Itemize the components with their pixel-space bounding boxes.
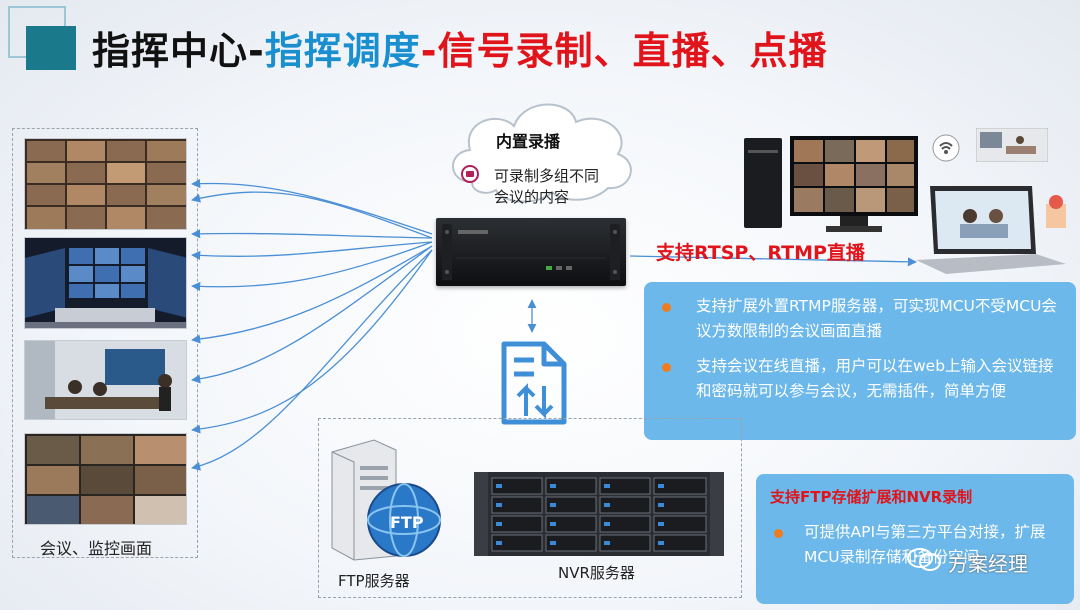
cloud-description: 可录制多组不同 会议的内容 <box>494 166 599 208</box>
conference-grid-thumbnail <box>24 138 187 230</box>
storage-feature-text: 可提供API与第三方平台对接，扩展MCU录制存储和备份空间 <box>804 523 1046 566</box>
ftp-server-image: FTP <box>331 439 441 561</box>
storage-feature-title: 支持FTP存储扩展和NVR录制 <box>770 488 973 506</box>
desktop-computer <box>744 136 918 232</box>
meeting-snapshot <box>976 128 1048 162</box>
control-room-image <box>25 238 186 328</box>
mcu-device <box>436 218 626 286</box>
wechat-icon <box>907 548 941 571</box>
storage-feature-item: 可提供API与第三方平台对接，扩展MCU录制存储和备份空间 <box>774 520 1066 570</box>
record-icon <box>461 165 479 183</box>
video-sources-caption: 会议、监控画面 <box>40 539 153 558</box>
bullet-dot <box>662 303 671 312</box>
control-room-thumbnail <box>24 237 187 329</box>
bullet-dot <box>662 363 671 372</box>
conference-grid-image <box>25 139 186 229</box>
storage-feature-box: 支持FTP存储扩展和NVR录制 可提供API与第三方平台对接，扩展MCU录制存储… <box>756 474 1074 604</box>
arrow-to-source-1 <box>191 179 433 235</box>
meeting-room-thumbnail <box>24 340 187 420</box>
arrow-to-source-2 <box>191 229 433 239</box>
title-part-2: 指挥调度 <box>264 29 421 73</box>
arrow-to-source-4 <box>191 245 433 384</box>
arrow-to-live <box>629 255 917 267</box>
title-part-1: 指挥中心- <box>92 29 265 73</box>
ftp-server-label: FTP服务器 <box>338 572 410 590</box>
arrow-to-source-9 <box>191 249 433 434</box>
nvr-server-label: NVR服务器 <box>558 564 635 582</box>
watermark-text: 方案经理 <box>948 552 1028 576</box>
multi-conference-image <box>25 434 186 524</box>
cloud-desc-line-1: 可录制多组不同 <box>494 167 600 185</box>
wifi-icon <box>932 134 960 162</box>
svg-text:FTP: FTP <box>390 513 424 532</box>
meeting-room-image <box>25 341 186 419</box>
live-feature-text-2: 支持会议在线直播，用户可以在web上输入会议链接和密码就可以参与会议，无需插件，… <box>696 357 1054 400</box>
bullet-dot <box>774 529 783 538</box>
live-feature-item-1: 支持扩展外置RTMP服务器，可实现MCU不受MCU会议方数限制的会议画面直播 <box>662 294 1066 344</box>
live-feature-text-1: 支持扩展外置RTMP服务器，可实现MCU不受MCU会议方数限制的会议画面直播 <box>696 297 1057 340</box>
live-stream-label: 支持RTSP、RTMP直播 <box>656 242 865 264</box>
cloud-label: 内置录播 <box>496 132 561 151</box>
multi-conference-thumbnail <box>24 433 187 525</box>
mcu-device-image <box>442 224 620 280</box>
title-decoration-square <box>26 26 76 70</box>
file-transfer-icon <box>501 341 567 425</box>
laptop <box>916 186 1066 274</box>
title-part-3: -信号录制、直播、点播 <box>420 29 828 73</box>
cloud-desc-line-2: 会议的内容 <box>494 188 570 206</box>
live-feature-item-2: 支持会议在线直播，用户可以在web上输入会议链接和密码就可以参与会议，无需插件，… <box>662 354 1066 404</box>
arrow-to-source-7 <box>191 241 433 261</box>
page-title: 指挥中心-指挥调度-信号录制、直播、点播 <box>92 20 828 75</box>
live-feature-box: 支持扩展外置RTMP服务器，可实现MCU不受MCU会议方数限制的会议画面直播 支… <box>644 282 1076 440</box>
arrow-to-source-6 <box>191 191 433 239</box>
arrow-to-source-3 <box>191 241 433 291</box>
nvr-server-image <box>474 472 724 556</box>
storage-servers-panel <box>318 418 742 598</box>
arrow-to-source-8 <box>191 245 433 344</box>
cloud-shape <box>452 103 632 203</box>
